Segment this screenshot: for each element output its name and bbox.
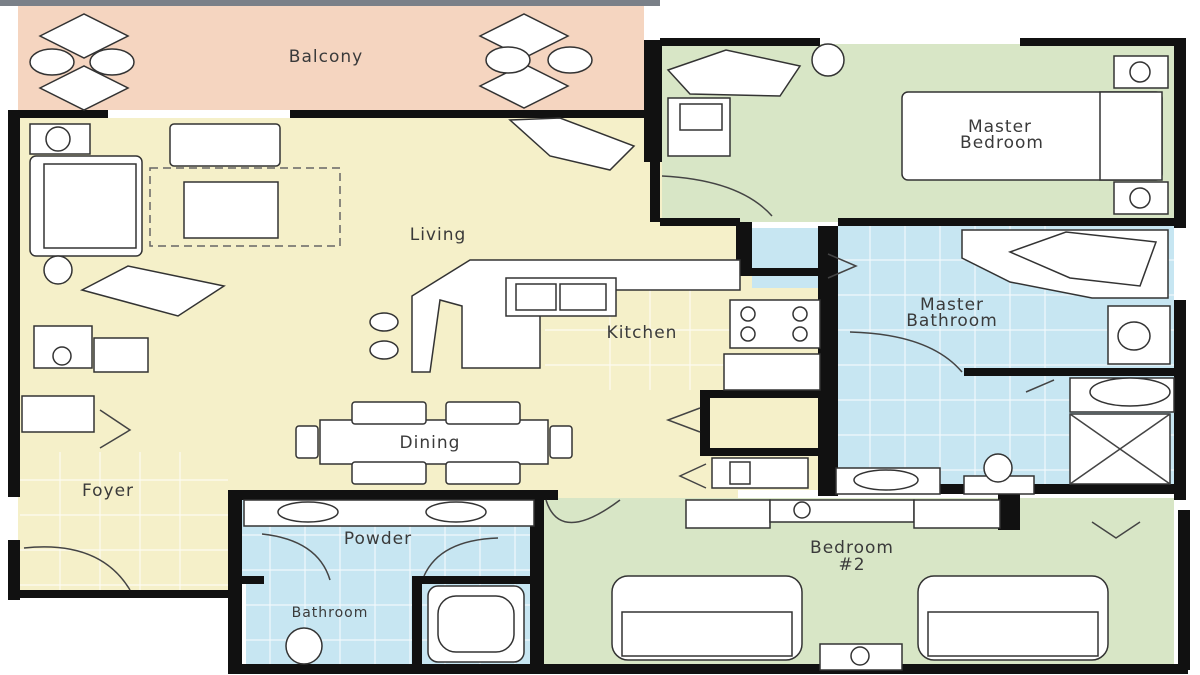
- label-living: Living: [410, 225, 467, 245]
- living-furniture: [21, 117, 636, 433]
- master-bedroom-furniture: [666, 43, 1169, 215]
- powder-bathroom-fixtures: [243, 499, 535, 665]
- label-bedroom2-line1: Bedroom: [810, 538, 894, 558]
- bedroom2-furniture: [611, 499, 1109, 671]
- label-powder: Powder: [344, 529, 412, 549]
- label-bedroom2-line2: #2: [838, 555, 865, 575]
- label-kitchen: Kitchen: [607, 323, 678, 343]
- door-swings: [23, 175, 1141, 591]
- dining-furniture: [295, 401, 573, 485]
- label-master-bathroom-line2: Bathroom: [906, 311, 998, 331]
- label-dining: Dining: [400, 433, 461, 453]
- kitchen-fixtures: [369, 259, 821, 489]
- label-balcony: Balcony: [289, 47, 363, 67]
- label-bathroom: Bathroom: [292, 605, 369, 621]
- master-bathroom-fixtures: [835, 229, 1175, 495]
- foyer-area: [18, 448, 230, 593]
- label-master-bedroom-line1: Master: [968, 117, 1032, 137]
- balcony-furniture: [29, 13, 593, 111]
- label-master-bedroom-line2: Bedroom: [960, 133, 1044, 153]
- top-border: [0, 0, 660, 6]
- label-master-bathroom-line1: Master: [920, 295, 984, 315]
- label-foyer: Foyer: [82, 481, 134, 501]
- room-labels: Balcony Living Master Bedroom Master Bat…: [82, 47, 1044, 621]
